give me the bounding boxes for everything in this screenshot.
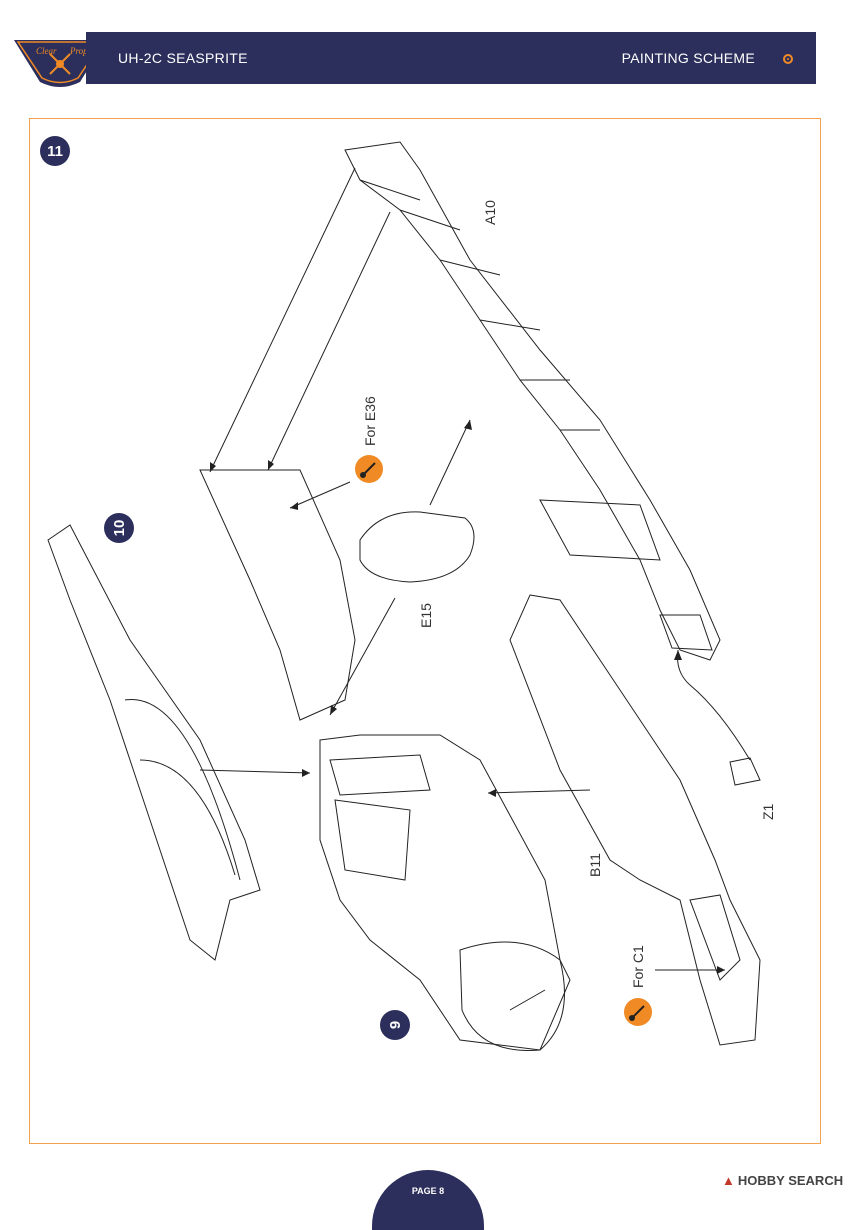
part-b11-outline bbox=[509, 594, 761, 1046]
part-e15-outline bbox=[359, 511, 475, 583]
step-number-badge: 11 bbox=[40, 136, 70, 166]
watermark-text: HOBBY SEARCH bbox=[737, 1173, 844, 1188]
part-a10-outline bbox=[344, 141, 721, 661]
hobby-search-logo-icon: ▲ bbox=[722, 1173, 735, 1188]
section-title: PAINTING SCHEME bbox=[621, 50, 755, 66]
part-label-z1: Z1 bbox=[760, 803, 776, 820]
instruction-frame bbox=[29, 118, 821, 1144]
part-z1-outline bbox=[729, 757, 761, 786]
bullet-ring-icon bbox=[783, 54, 793, 64]
paint-brush-icon bbox=[355, 455, 383, 483]
substep-number-badge: 10 bbox=[104, 513, 134, 543]
clear-prop-logo-icon: Clear Prop bbox=[14, 40, 106, 87]
part-tail-outline bbox=[47, 524, 261, 961]
part-label-a10: A10 bbox=[482, 200, 498, 225]
document-title: UH-2C SEASPRITE bbox=[118, 50, 248, 66]
svg-text:Prop: Prop bbox=[69, 46, 88, 56]
brush-glyph-icon bbox=[629, 1005, 645, 1021]
part-side-panel-outline bbox=[199, 469, 356, 721]
part-hatch-outline bbox=[659, 614, 713, 651]
part-cabin-outline bbox=[319, 734, 571, 1051]
brush-glyph-icon bbox=[360, 462, 376, 478]
watermark: ▲HOBBY SEARCH bbox=[722, 1173, 843, 1188]
part-label-e15: E15 bbox=[418, 603, 434, 628]
paint-note-c1: For C1 bbox=[630, 945, 646, 988]
part-label-b11: B11 bbox=[587, 853, 603, 877]
page-number: PAGE 8 bbox=[411, 1186, 445, 1196]
substep-number-badge: 9 bbox=[380, 1010, 410, 1040]
part-panel-outline bbox=[539, 499, 661, 561]
svg-text:Clear: Clear bbox=[36, 46, 57, 56]
assembly-diagram bbox=[47, 141, 761, 1051]
header-bar bbox=[86, 32, 816, 84]
paint-brush-icon bbox=[624, 998, 652, 1026]
paint-note-e36: For E36 bbox=[362, 396, 378, 446]
